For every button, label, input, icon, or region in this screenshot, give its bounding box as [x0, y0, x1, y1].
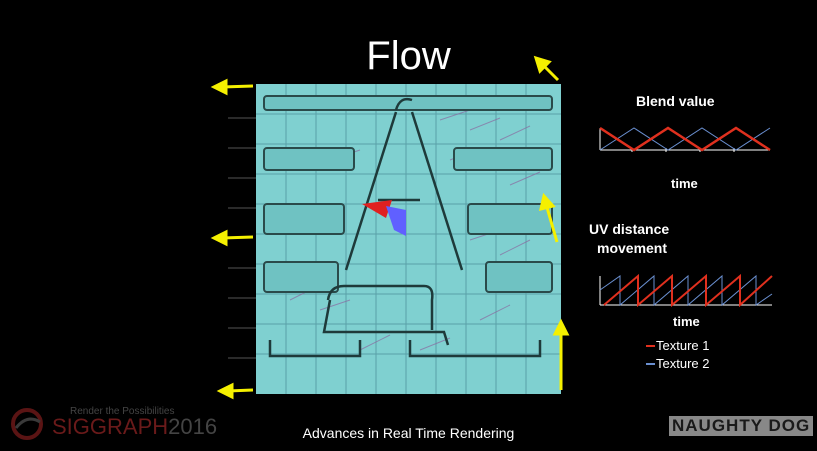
legend-label: Texture 1 — [656, 338, 710, 353]
siggraph-wordmark: SIGGRAPH2016 — [52, 414, 217, 440]
blend-texture1-line — [599, 126, 771, 152]
uv-chart — [599, 273, 773, 308]
naughty-dog-logo: NAUGHTY DOG — [669, 416, 814, 436]
siggraph-tagline: Render the Possibilities — [70, 406, 175, 417]
slide-title: Flow — [366, 34, 451, 78]
legend-label: Texture 2 — [656, 356, 710, 371]
texture2-triangle — [386, 206, 406, 236]
left-ticks — [228, 117, 256, 359]
slide-footer: Advances in Real Time Rendering — [302, 425, 515, 441]
texture1-triangle — [362, 200, 392, 218]
uv-chart-title-line1: UV distance — [589, 221, 670, 237]
blend-chart-xlabel: time — [671, 176, 698, 191]
uv-chart-xlabel: time — [673, 314, 700, 329]
grid-lines — [256, 84, 561, 394]
texture1-swatch — [646, 345, 655, 347]
texture2-swatch — [646, 363, 655, 365]
legend-item-texture1: Texture 1 — [646, 337, 709, 355]
letter-a-outline — [268, 97, 542, 358]
texture-panel — [256, 84, 561, 394]
legend-item-texture2: Texture 2 — [646, 355, 709, 373]
blend-chart — [599, 126, 771, 152]
uv-chart-title-line2: movement — [597, 240, 668, 256]
siggraph-name: SIGGRAPH — [52, 414, 169, 439]
uv-texture1-line — [603, 273, 773, 308]
chart-legend: Texture 1 Texture 2 — [646, 337, 709, 373]
blend-chart-title: Blend value — [636, 93, 715, 109]
siggraph-logo-icon — [11, 408, 43, 440]
siggraph-year: 2016 — [168, 414, 218, 439]
embossed-bars — [263, 95, 553, 293]
flow-arrows — [210, 55, 570, 400]
